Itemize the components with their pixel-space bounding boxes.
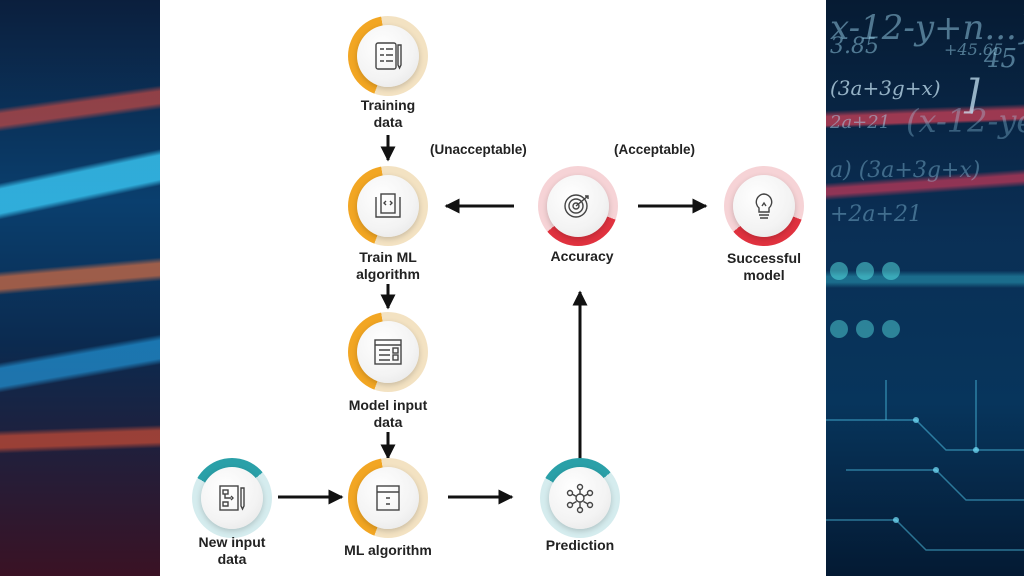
bg-formula-4: 45 [984,44,1018,74]
label-model-input-data: Model input data [318,397,458,431]
bg-formula-1: x-12-y+n...} [830,8,1024,48]
label-training-data: Training data [318,97,458,131]
lightbulb-icon [733,175,795,237]
flowchart-pencil-icon [201,467,263,529]
label-line: New input [198,534,266,550]
checklist-clipboard-icon [357,25,419,87]
left-background-image [0,0,160,576]
bg-formula-9: a) (3a+3g+x) [830,158,981,183]
right-background-image: x-12-y+n...} 3.85 +45.65 45 (3a+3g+x) ] … [826,0,1024,576]
label-train-ml-algorithm: Train ML algorithm [318,249,458,283]
bg-formula-10: +2a+21 [830,202,922,227]
label-accuracy: Accuracy [512,248,652,265]
bg-formula-7: 2a+21 [830,112,891,133]
code-document-icon [357,175,419,237]
condition-unacceptable: (Unacceptable) [430,142,527,157]
label-line: Training [360,97,416,113]
label-line: data [373,114,403,130]
label-line: ML algorithm [344,542,432,558]
label-line: data [373,414,403,430]
node-ml-algorithm [348,458,428,538]
label-line: model [743,267,785,283]
form-checkbox-icon [357,321,419,383]
node-accuracy [538,166,618,246]
bg-formula-3: +45.65 [944,40,1004,59]
node-prediction [540,458,620,538]
window-icon [357,467,419,529]
label-line: Accuracy [550,248,614,264]
label-ml-algorithm: ML algorithm [318,542,458,559]
decorative-dots [830,262,908,285]
label-line: Prediction [545,537,615,553]
node-successful-model [724,166,804,246]
label-prediction: Prediction [510,537,650,554]
node-new-input-data [192,458,272,538]
bg-formula-6: ] [964,72,980,118]
node-training-data [348,16,428,96]
flow-arrows [278,135,708,505]
label-successful-model: Successful model [694,250,834,284]
decorative-dots-row-2 [830,320,908,343]
label-line: data [217,551,247,567]
condition-acceptable: (Acceptable) [614,142,696,157]
node-model-input-data [348,312,428,392]
diagram-panel: Training data Train ML algorithm Model i… [160,0,826,576]
label-line: Successful [727,250,801,266]
node-train-ml-algorithm [348,166,428,246]
label-line: Train ML [359,249,417,265]
label-line: Model input [348,397,428,413]
circuit-lines [826,380,1024,551]
network-icon [549,467,611,529]
bg-formula-2: 3.85 [830,34,879,59]
bg-formula-8: (x-12-ye [906,102,1024,140]
bg-formula-5: (3a+3g+x) [830,76,941,100]
label-new-input-data: New input data [162,534,302,568]
label-line: algorithm [356,266,420,282]
target-icon [547,175,609,237]
